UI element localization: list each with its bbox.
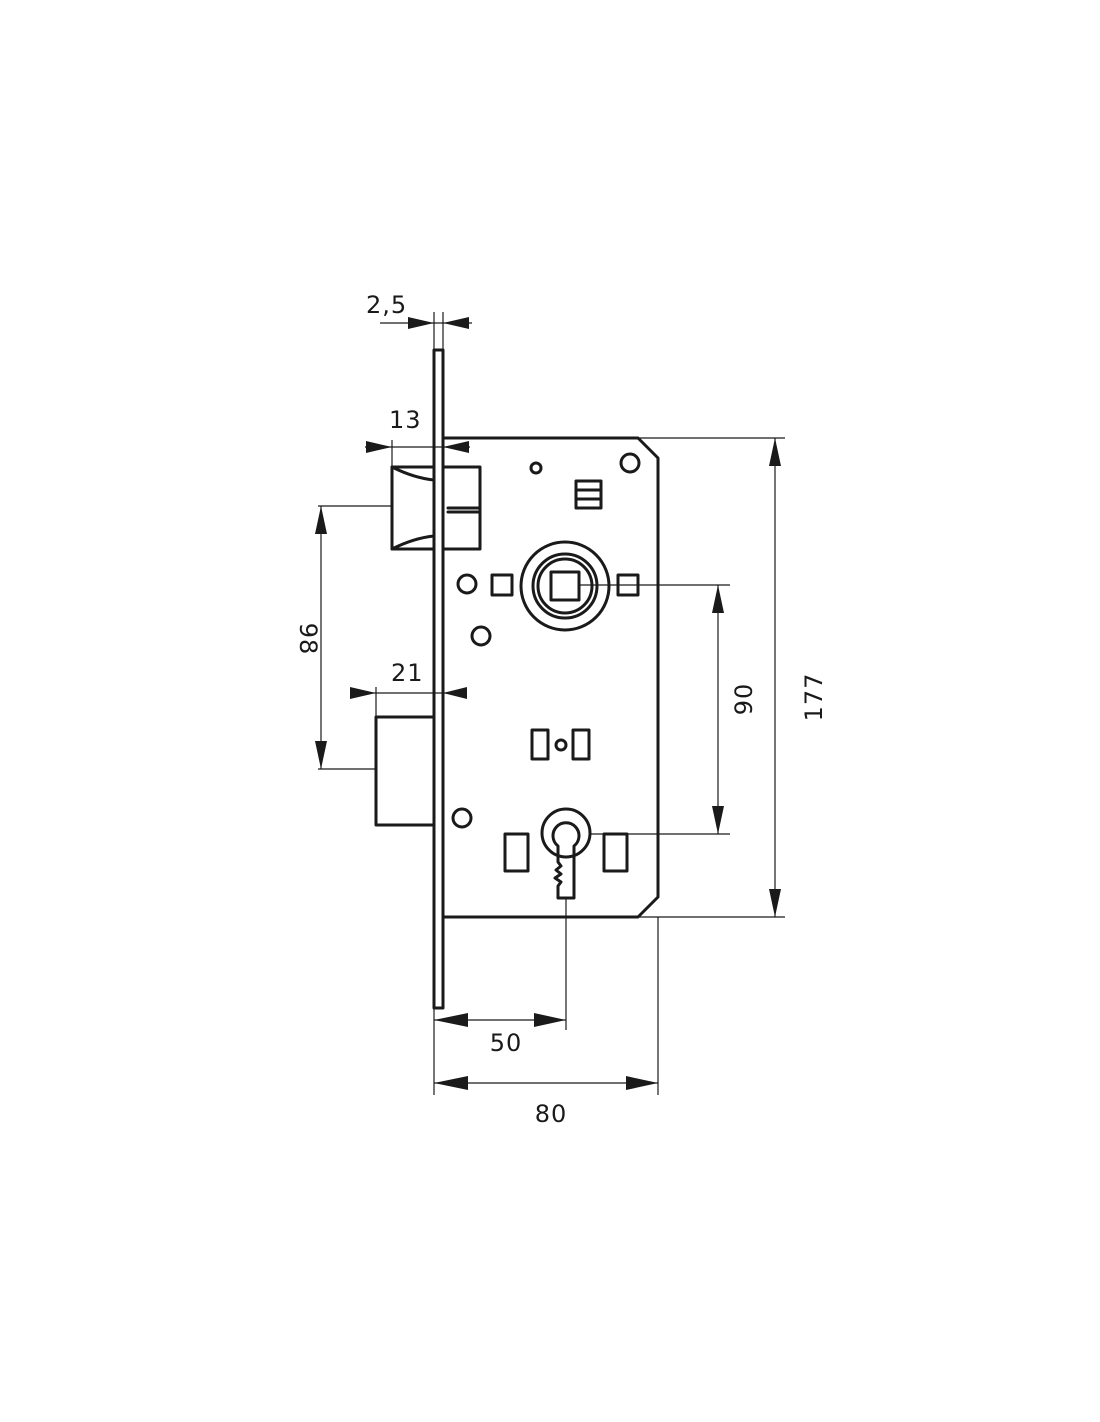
dimension-label-50: 50 xyxy=(490,1029,523,1057)
dimension-label-177: 177 xyxy=(800,673,828,722)
dimension-label-80: 80 xyxy=(535,1100,568,1128)
dimension-body-depth: 80 xyxy=(434,917,659,1128)
dimension-label-98: 98 xyxy=(294,623,322,656)
dimension-body-height: 177 xyxy=(638,437,828,918)
dimension-label-13: 13 xyxy=(389,406,422,434)
dimension-backset: 50 xyxy=(433,898,567,1095)
dimension-latch-to-bolt: 98 xyxy=(294,505,392,770)
faceplate xyxy=(432,348,445,1010)
screw-hole-top xyxy=(619,452,641,474)
follower-square-left xyxy=(490,573,514,597)
dimension-label-90: 90 xyxy=(730,683,758,716)
screw-hole-left-middle xyxy=(470,625,492,647)
keyhole-slot-right xyxy=(602,832,629,873)
dead-bolt xyxy=(374,715,436,827)
small-hole xyxy=(529,461,543,475)
keyhole-slot-left xyxy=(503,832,530,873)
slotted-square xyxy=(574,479,603,510)
dimension-spindle-to-keyhole: 90 xyxy=(579,584,758,835)
spindle-follower xyxy=(519,540,611,632)
dimension-faceplate-thickness: 2,5 xyxy=(366,291,472,350)
dimension-label-21: 21 xyxy=(391,659,424,687)
dimension-bolt-projection: 21 xyxy=(350,659,467,717)
keyhole xyxy=(540,807,592,900)
latch-bolt xyxy=(390,465,482,551)
dimension-label-2-5: 2,5 xyxy=(366,291,407,319)
lock-case xyxy=(441,436,660,919)
center-slots xyxy=(530,728,591,761)
dimension-latch-projection: 13 xyxy=(365,406,470,467)
screw-hole-left-upper xyxy=(456,573,478,595)
screw-hole-left-lower xyxy=(451,807,473,829)
